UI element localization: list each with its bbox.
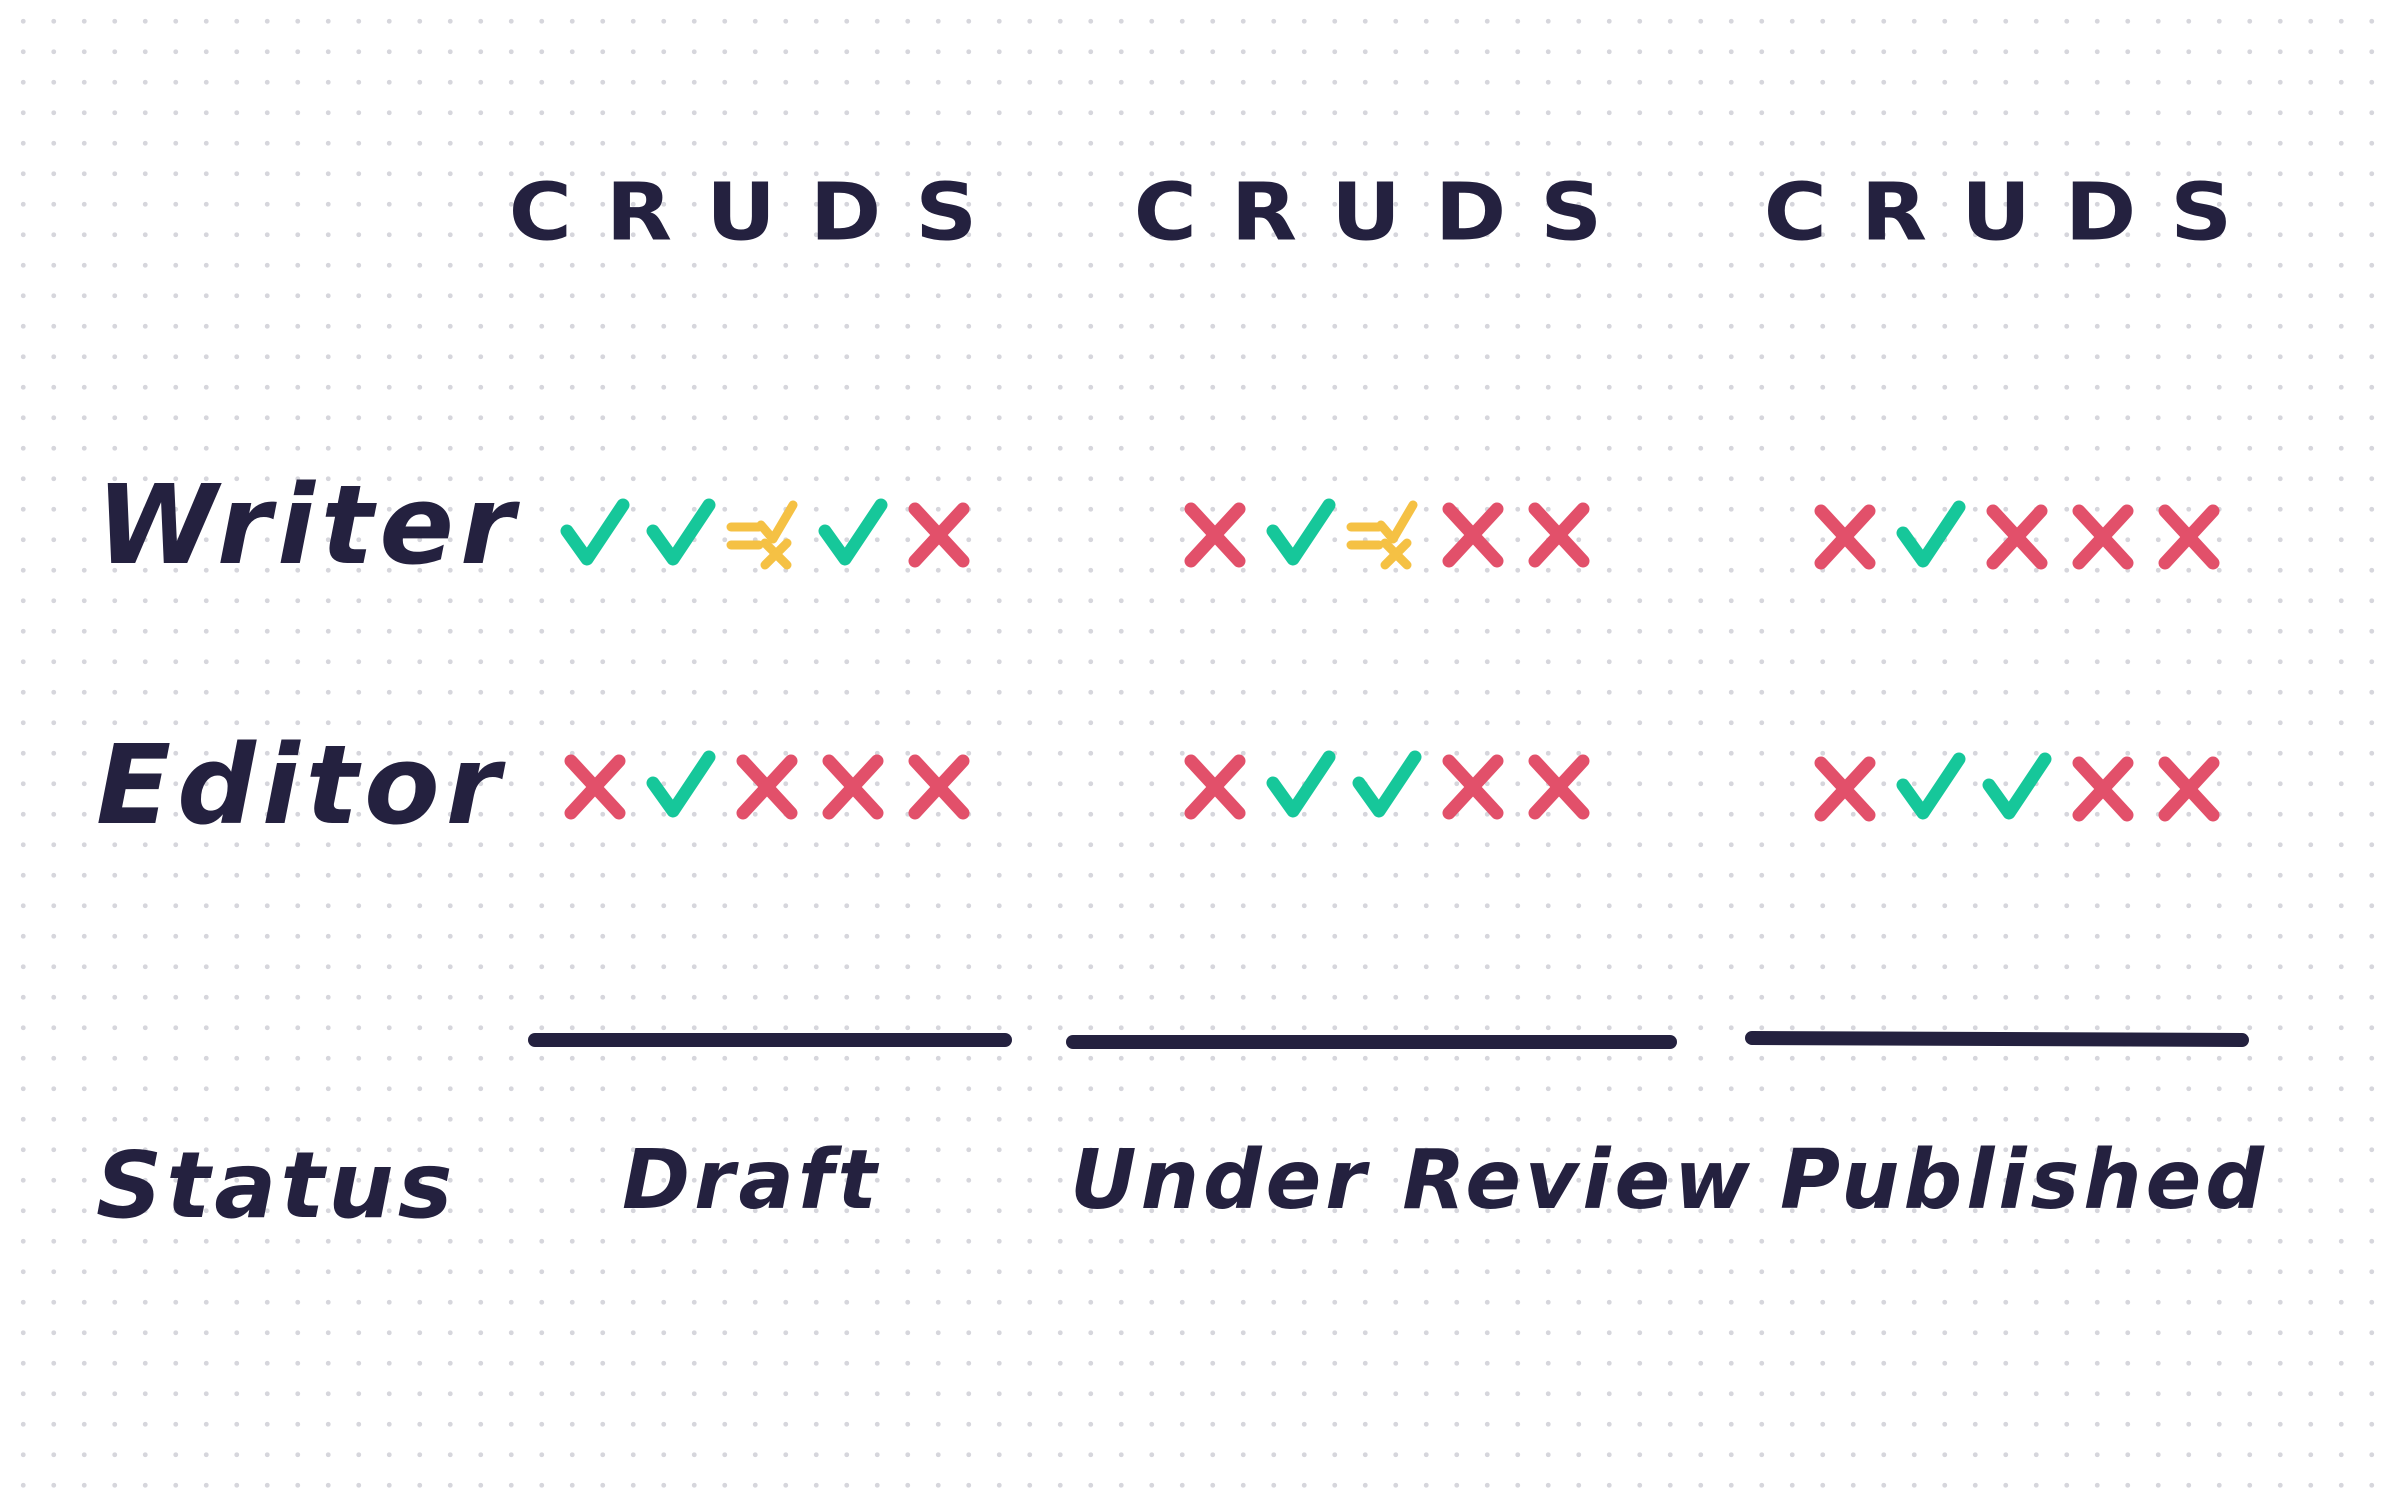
writer-published-s-cross-icon	[2158, 504, 2220, 570]
status-under-review: Under Review	[1070, 1133, 1754, 1228]
row-label-writer: Writer	[96, 461, 521, 589]
editor-published-s-cross-icon	[2158, 756, 2220, 822]
editor-draft-r-check-icon	[646, 750, 716, 818]
writer-draft-s-cross-icon	[908, 502, 970, 568]
editor-draft-c-cross-icon	[564, 754, 626, 820]
editor-under-review-c-cross-icon	[1184, 754, 1246, 820]
writer-published-c-cross-icon	[1814, 504, 1876, 570]
writer-under-review-c-cross-icon	[1184, 502, 1246, 568]
editor-published-c-cross-icon	[1814, 756, 1876, 822]
writer-draft-u-partial-icon	[726, 500, 798, 570]
editor-under-review-u-check-icon	[1352, 750, 1422, 818]
editor-draft-s-cross-icon	[908, 754, 970, 820]
status-draft: Draft	[622, 1133, 881, 1228]
writer-under-review-d-cross-icon	[1442, 502, 1504, 568]
divider-published	[1745, 1031, 2249, 1047]
editor-under-review-r-check-icon	[1266, 750, 1336, 818]
editor-published-d-cross-icon	[2072, 756, 2134, 822]
row-label-editor: Editor	[96, 721, 506, 849]
row-label-status: Status	[96, 1132, 457, 1239]
writer-published-u-cross-icon	[1986, 504, 2048, 570]
writer-published-d-cross-icon	[2072, 504, 2134, 570]
editor-published-r-check-icon	[1896, 752, 1966, 820]
column-header-under-review: CRUDS	[1133, 167, 1637, 259]
editor-draft-d-cross-icon	[822, 754, 884, 820]
writer-draft-d-check-icon	[818, 498, 888, 566]
writer-under-review-s-cross-icon	[1528, 502, 1590, 568]
writer-draft-c-check-icon	[560, 498, 630, 566]
column-header-draft: CRUDS	[508, 167, 1012, 259]
writer-under-review-r-check-icon	[1266, 498, 1336, 566]
writer-under-review-u-partial-icon	[1346, 500, 1418, 570]
editor-published-u-check-icon	[1982, 752, 2052, 820]
column-header-published: CRUDS	[1763, 167, 2267, 259]
editor-under-review-s-cross-icon	[1528, 754, 1590, 820]
editor-draft-u-cross-icon	[736, 754, 798, 820]
writer-draft-r-check-icon	[646, 498, 716, 566]
editor-under-review-d-cross-icon	[1442, 754, 1504, 820]
status-published: Published	[1780, 1133, 2268, 1228]
writer-published-r-check-icon	[1896, 500, 1966, 568]
